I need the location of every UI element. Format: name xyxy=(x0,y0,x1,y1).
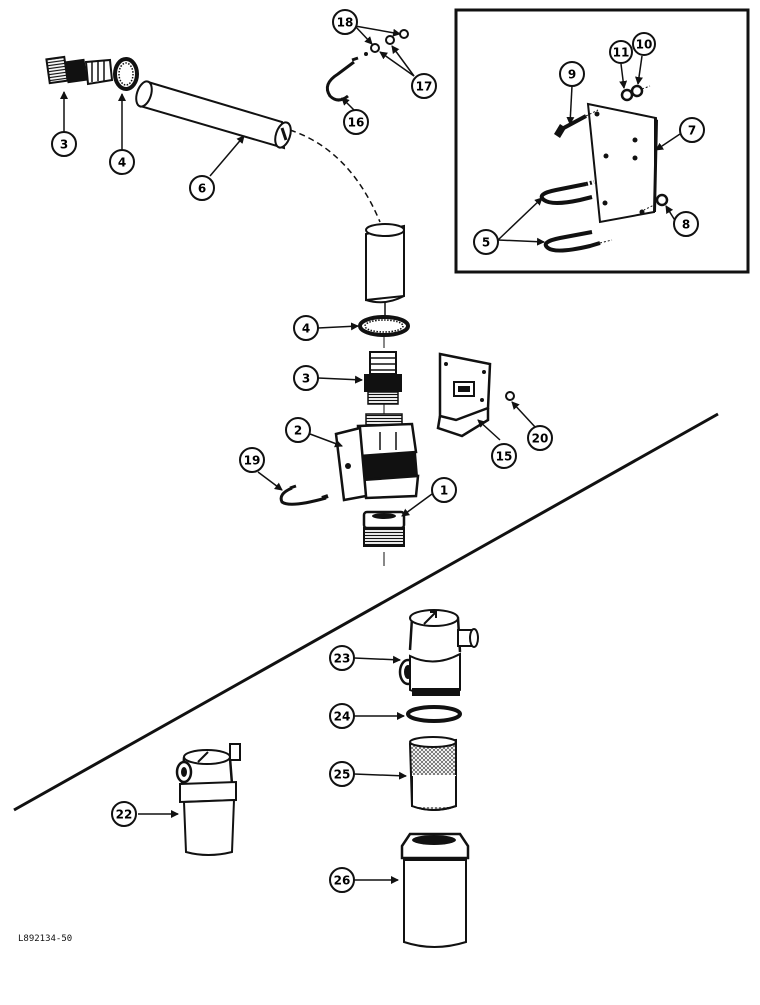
nut-18 xyxy=(399,29,409,39)
callout: 23 xyxy=(329,645,355,671)
callout: 16 xyxy=(343,109,369,135)
callout: 9 xyxy=(559,61,585,87)
callout: 5 xyxy=(473,229,499,255)
callout: 7 xyxy=(679,117,705,143)
callout-label: 20 xyxy=(532,432,549,446)
hose-route-line xyxy=(289,129,381,223)
callout: 3 xyxy=(293,365,319,391)
callout-label: 2 xyxy=(294,424,302,438)
filter-assembly xyxy=(175,743,241,856)
callout-label: 3 xyxy=(60,138,68,152)
callout-label: 11 xyxy=(613,46,630,60)
callout: 19 xyxy=(239,447,265,473)
callout: 20 xyxy=(527,425,553,451)
valve-bracket xyxy=(436,352,492,438)
hose-section xyxy=(365,223,405,304)
callout: 17 xyxy=(411,73,437,99)
filter-screen xyxy=(408,736,457,811)
callout-label: 8 xyxy=(682,218,690,232)
filter-head xyxy=(398,609,479,696)
callout-label: 7 xyxy=(688,124,696,138)
callout-label: 23 xyxy=(334,652,351,666)
callout-label: 25 xyxy=(334,768,351,782)
mounting-plate xyxy=(586,102,658,224)
hose-clamp-lower xyxy=(358,315,410,337)
valve-fitting xyxy=(362,510,406,547)
hose-fitting-lower xyxy=(364,351,402,405)
u-bolt-upper xyxy=(539,180,595,205)
callout: 26 xyxy=(329,867,355,893)
callout: 4 xyxy=(109,149,135,175)
callout-label: 5 xyxy=(482,236,490,250)
separator-line xyxy=(13,412,719,812)
pin-19 xyxy=(279,486,327,506)
callout-label: 18 xyxy=(337,16,354,30)
callout-label: 24 xyxy=(334,710,351,724)
callout: 8 xyxy=(673,211,699,237)
callout: 6 xyxy=(189,175,215,201)
callout-label: 3 xyxy=(302,372,310,386)
inset-frame xyxy=(454,8,750,274)
filter-bowl xyxy=(400,832,470,948)
callout-label: 17 xyxy=(416,80,433,94)
pin-16 xyxy=(325,60,355,102)
ball-valve xyxy=(334,413,420,502)
callout: 11 xyxy=(609,40,633,64)
leader-lines xyxy=(60,25,681,884)
callout: 22 xyxy=(111,801,137,827)
hose-clamp-upper xyxy=(113,57,139,91)
callout: 15 xyxy=(491,443,517,469)
callout: 3 xyxy=(51,131,77,157)
nut-17b xyxy=(385,35,395,45)
callout: 18 xyxy=(332,9,358,35)
callout-label: 9 xyxy=(568,68,576,82)
nut-10 xyxy=(630,84,644,98)
callout-label: 26 xyxy=(334,874,351,888)
nut-8 xyxy=(655,193,669,207)
callout: 2 xyxy=(285,417,311,443)
callout-label: 1 xyxy=(440,484,448,498)
callout-label: 4 xyxy=(118,156,126,170)
callout-label: 22 xyxy=(116,808,133,822)
nut-17a xyxy=(370,43,380,53)
nut-20 xyxy=(505,391,515,401)
callout-label: 10 xyxy=(636,38,653,52)
callout: 1 xyxy=(431,477,457,503)
callout-label: 4 xyxy=(302,322,310,336)
lock-washer-11 xyxy=(620,88,634,102)
callout: 25 xyxy=(329,761,355,787)
callout: 10 xyxy=(632,32,656,56)
callout-label: 16 xyxy=(348,116,365,130)
hose-fitting-upper xyxy=(45,55,114,86)
callout-label: 6 xyxy=(198,182,206,196)
drawing-reference-code: L892134-50 xyxy=(18,934,73,944)
callout: 4 xyxy=(293,315,319,341)
u-bolt-lower xyxy=(543,230,613,253)
hose xyxy=(135,80,292,150)
callout-label: 15 xyxy=(496,450,513,464)
filter-gasket xyxy=(406,705,462,723)
callout-label: 19 xyxy=(244,454,261,468)
callout: 24 xyxy=(329,703,355,729)
